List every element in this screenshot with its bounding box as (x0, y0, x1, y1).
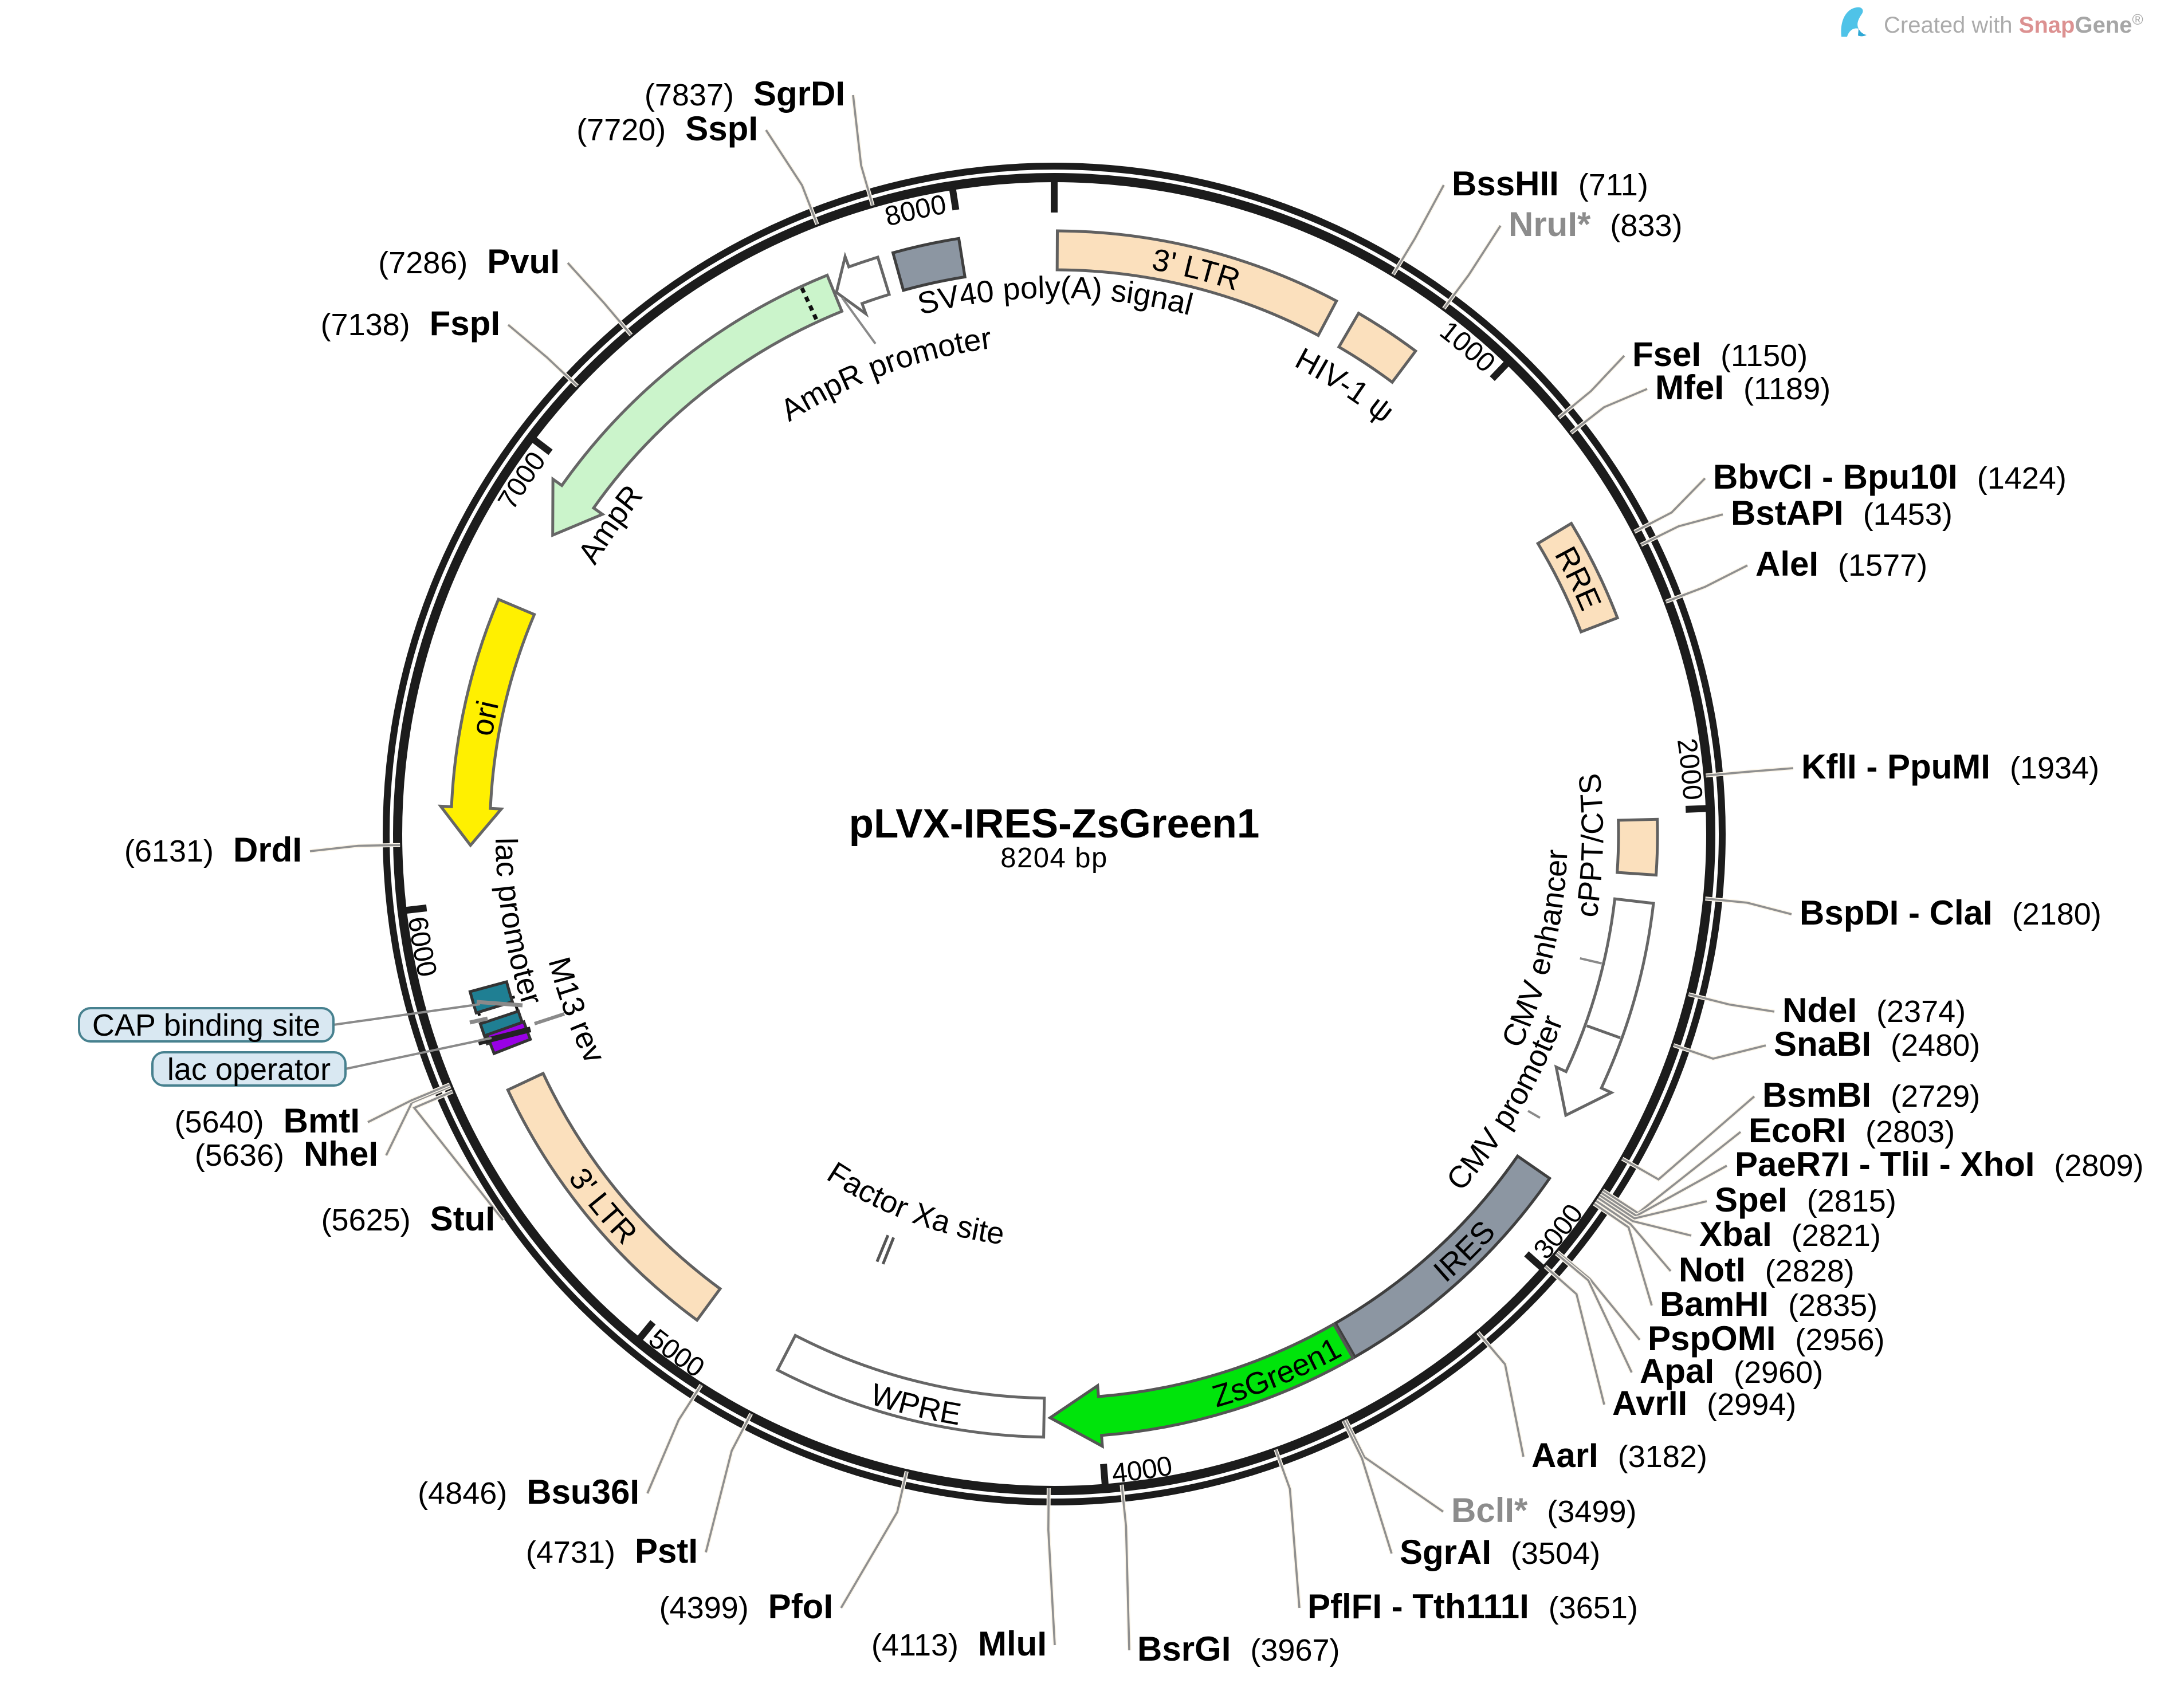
svg-text:(5625)StuI: (5625)StuI (321, 1200, 495, 1238)
svg-text:(7720)SspI: (7720)SspI (576, 109, 758, 148)
svg-text:Created with SnapGene®: Created with SnapGene® (1884, 11, 2143, 38)
svg-text:ori: ori (465, 697, 505, 738)
svg-text:BsmBI(2729): BsmBI(2729) (1762, 1076, 1980, 1114)
svg-text:2000: 2000 (1671, 737, 1708, 801)
svg-text:KflI - PpuMI(1934): KflI - PpuMI(1934) (1801, 748, 2099, 786)
svg-text:NdeI(2374): NdeI(2374) (1782, 991, 1966, 1029)
svg-text:XbaI(2821): XbaI(2821) (1699, 1215, 1881, 1253)
svg-text:lac operator: lac operator (167, 1052, 331, 1087)
svg-text:SnaBI(2480): SnaBI(2480) (1774, 1025, 1980, 1063)
svg-text:(6131)DrdI: (6131)DrdI (124, 831, 302, 869)
svg-text:(4113)MluI: (4113)MluI (871, 1625, 1047, 1663)
svg-text:SgrAI(3504): SgrAI(3504) (1400, 1533, 1600, 1571)
svg-text:BsrGI(3967): BsrGI(3967) (1137, 1630, 1340, 1668)
svg-text:(7837)SgrDI: (7837)SgrDI (645, 74, 845, 113)
svg-text:PaeR7I - TliI - XhoI(2809): PaeR7I - TliI - XhoI(2809) (1735, 1145, 2144, 1183)
svg-text:cPPT/CTS: cPPT/CTS (1569, 772, 1610, 919)
svg-text:AarI(3182): AarI(3182) (1531, 1436, 1707, 1474)
svg-text:(4731)PstI: (4731)PstI (526, 1532, 698, 1570)
svg-text:FseI(1150): FseI(1150) (1632, 335, 1808, 373)
svg-text:NotI(2828): NotI(2828) (1679, 1250, 1855, 1289)
svg-text:pLVX-IRES-ZsGreen1: pLVX-IRES-ZsGreen1 (849, 801, 1260, 847)
svg-text:(7138)FspI: (7138)FspI (321, 304, 500, 343)
svg-text:SpeI(2815): SpeI(2815) (1715, 1181, 1896, 1219)
svg-text:BssHII(711): BssHII(711) (1452, 164, 1648, 203)
svg-text:(4399)PfoI: (4399)PfoI (659, 1587, 833, 1626)
svg-text:PspOMI(2956): PspOMI(2956) (1648, 1319, 1884, 1358)
svg-text:BclI*(3499): BclI*(3499) (1451, 1491, 1636, 1529)
svg-text:BamHI(2835): BamHI(2835) (1660, 1285, 1877, 1323)
svg-text:PflFI - Tth111I(3651): PflFI - Tth111I(3651) (1307, 1587, 1638, 1626)
svg-text:NruI*(833): NruI*(833) (1509, 205, 1682, 243)
svg-text:8204 bp: 8204 bp (1000, 843, 1108, 874)
svg-text:AvrII(2994): AvrII(2994) (1612, 1384, 1796, 1422)
svg-text:ApaI(2960): ApaI(2960) (1640, 1352, 1823, 1390)
svg-text:(7286)PvuI: (7286)PvuI (378, 242, 560, 281)
svg-text:BstAPI(1453): BstAPI(1453) (1731, 494, 1953, 532)
svg-text:(4846)Bsu36I: (4846)Bsu36I (418, 1473, 639, 1511)
svg-text:BbvCI - Bpu10I(1424): BbvCI - Bpu10I(1424) (1713, 458, 2067, 496)
svg-text:EcoRI(2803): EcoRI(2803) (1749, 1111, 1955, 1150)
svg-text:(5640)BmtI: (5640)BmtI (175, 1102, 360, 1140)
svg-text:(5636)NheI: (5636)NheI (195, 1135, 378, 1173)
svg-text:BspDI - ClaI(2180): BspDI - ClaI(2180) (1800, 894, 2101, 932)
svg-text:MfeI(1189): MfeI(1189) (1655, 368, 1831, 407)
svg-text:CAP binding site: CAP binding site (92, 1008, 320, 1043)
svg-text:AleI(1577): AleI(1577) (1755, 545, 1927, 583)
